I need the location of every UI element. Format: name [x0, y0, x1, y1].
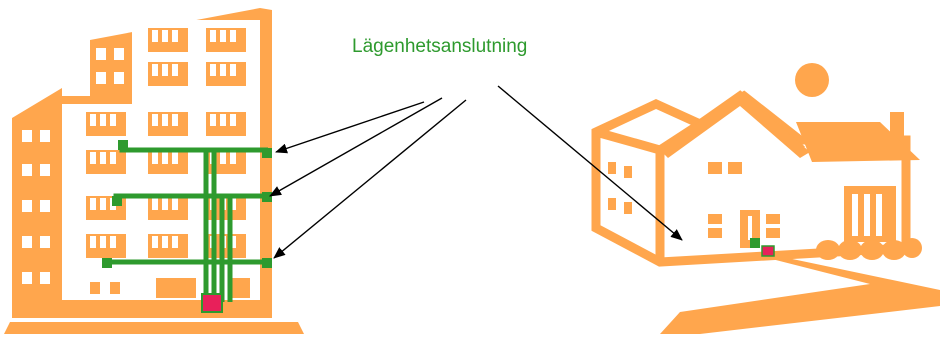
sun	[795, 63, 829, 97]
arrows	[269, 85, 683, 259]
apartment-building	[4, 8, 304, 334]
connection-label: Lägenhetsanslutning	[352, 36, 528, 57]
building-connection-node	[201, 293, 223, 313]
arrow-to-floor-2	[269, 97, 443, 197]
arrow-to-floor-1	[275, 101, 425, 154]
detached-house	[591, 63, 940, 334]
arrow-to-floor-3	[273, 99, 467, 259]
house-connection-node	[761, 245, 775, 257]
arrow-to-house	[497, 85, 683, 241]
